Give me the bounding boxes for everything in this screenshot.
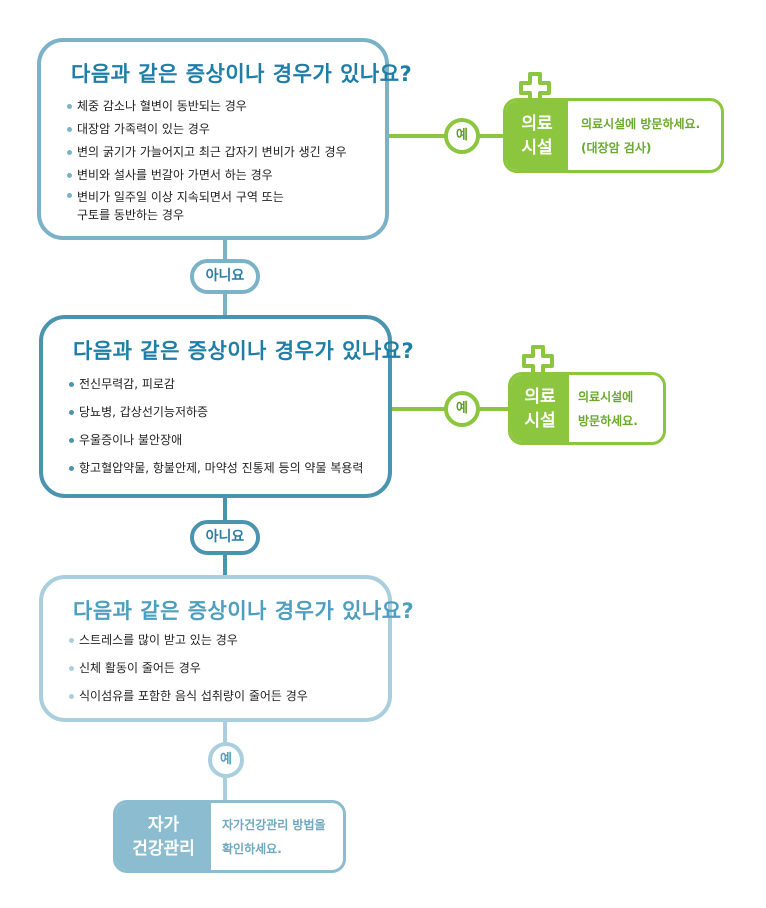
list-item: 우울증이나 불안장애 [69, 433, 363, 447]
result-label-line: 시설 [521, 137, 553, 158]
list-item: 당뇨병, 갑상선기능저하증 [69, 405, 363, 419]
list-item: 신체 활동이 줄어든 경우 [69, 661, 308, 675]
result-message: 자가건강관리 방법을 확인하세요. [222, 803, 326, 870]
list-item: 항고혈압약물, 항불안제, 마약성 진통제 등의 약물 복용력 [69, 461, 363, 475]
result-message-line: 확인하세요. [222, 841, 282, 856]
yes-answer-circle: 예 [444, 391, 480, 427]
list-item: 변비와 설사를 번갈아 가면서 하는 경우 [67, 168, 347, 182]
list-item: 변의 굵기가 가늘어지고 최근 갑자기 변비가 생긴 경우 [67, 145, 347, 159]
result-label: 의료 시설 [506, 101, 568, 170]
question-title: 다음과 같은 증상이나 경우가 있나요? [73, 339, 415, 363]
list-item: 스트레스를 많이 받고 있는 경우 [69, 633, 308, 647]
result-message-line: 의료시설에 방문하세요. [581, 116, 701, 131]
result-message: 의료시설에 방문하세요. [578, 375, 638, 442]
result-message-line: (대장암 검사) [581, 140, 652, 155]
result-message-line: 자가건강관리 방법을 [222, 817, 326, 832]
list-item-line: 변비가 일주일 이상 지속되면서 구역 또는 [77, 190, 284, 204]
question-box-2: 다음과 같은 증상이나 경우가 있나요? 전신무력감, 피로감 당뇨병, 갑상선… [39, 315, 414, 498]
result-label-line: 의료 [521, 113, 553, 134]
question-title: 다음과 같은 증상이나 경우가 있나요? [71, 62, 413, 86]
no-answer-pill: 아니요 [190, 520, 260, 555]
symptom-list: 스트레스를 많이 받고 있는 경우 신체 활동이 줄어든 경우 식이섬유를 포함… [69, 633, 308, 717]
result-label: 의료 시설 [511, 375, 569, 442]
result-label-line: 시설 [524, 410, 556, 431]
list-item: 대장암 가족력이 있는 경우 [67, 122, 347, 136]
yes-answer-circle: 예 [208, 742, 244, 778]
list-item: 식이섬유를 포함한 음식 섭취량이 줄어든 경우 [69, 689, 308, 703]
result-label-line: 건강관리 [132, 838, 195, 859]
question-box-1: 다음과 같은 증상이나 경우가 있나요? 체중 감소나 혈변이 동반되는 경우 … [37, 38, 412, 240]
question-title: 다음과 같은 증상이나 경우가 있나요? [73, 599, 415, 623]
question-box-3: 다음과 같은 증상이나 경우가 있나요? 스트레스를 많이 받고 있는 경우 신… [39, 575, 414, 722]
result-medical-facility-1: 의료 시설 의료시설에 방문하세요. (대장암 검사) [503, 98, 724, 173]
result-message-line: 의료시설에 [578, 389, 634, 404]
result-medical-facility-2: 의료 시설 의료시설에 방문하세요. [508, 372, 666, 445]
symptom-list: 체중 감소나 혈변이 동반되는 경우 대장암 가족력이 있는 경우 변의 굵기가… [67, 99, 347, 233]
list-item: 전신무력감, 피로감 [69, 377, 363, 391]
no-answer-pill: 아니요 [190, 259, 260, 294]
list-item-line: 구토를 동반하는 경우 [77, 208, 184, 222]
result-message: 의료시설에 방문하세요. (대장암 검사) [581, 101, 700, 170]
symptom-list: 전신무력감, 피로감 당뇨병, 갑상선기능저하증 우울증이나 불안장애 항고혈압… [69, 377, 363, 489]
result-label-line: 자가 [147, 814, 180, 835]
yes-answer-circle: 예 [444, 118, 480, 154]
result-self-care: 자가 건강관리 자가건강관리 방법을 확인하세요. [113, 800, 346, 873]
list-item: 체중 감소나 혈변이 동반되는 경우 [67, 99, 347, 113]
result-label-line: 의료 [524, 386, 556, 407]
result-label: 자가 건강관리 [116, 803, 211, 870]
result-message-line: 방문하세요. [578, 413, 638, 428]
